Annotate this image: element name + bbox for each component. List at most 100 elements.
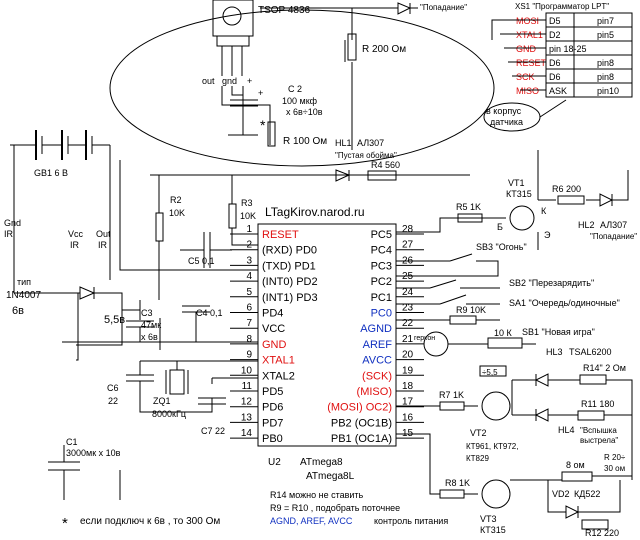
chip-pin-label: PD7 [262, 417, 283, 429]
chip-pin-label: VCC [262, 323, 285, 335]
r12-body [581, 519, 609, 530]
hl2-label: HL2 [578, 220, 595, 230]
chip-pin-label: (RXD) PD0 [262, 245, 317, 257]
tsop-base [216, 35, 250, 47]
diode-1n4007 [79, 286, 96, 300]
r3-body [228, 203, 237, 229]
r4-label: R4 560 [371, 160, 400, 170]
sa1-label: SA1 "Очередь/одиночные" [509, 298, 620, 308]
chip-u2: U2 [268, 457, 281, 468]
v55-box [479, 365, 507, 377]
lpt-d-pin: D6 [549, 58, 561, 68]
chip-pin-number: 22 [402, 318, 414, 329]
vcc-ir-label-1: Vcc [68, 229, 84, 239]
chip-pin-number: 19 [402, 365, 414, 376]
v55b-label: ÷5,5 [482, 368, 498, 377]
chip-pin-number: 11 [242, 381, 253, 392]
chip-part2: ATmega8L [306, 471, 355, 482]
r100-body [267, 121, 276, 147]
chip-pin-number: 8 [246, 334, 252, 345]
chip-pin-label: PB2 (OC1B) [331, 417, 392, 429]
chip-pin-number: 24 [402, 287, 414, 298]
lpt-signal: MOSI [516, 16, 539, 26]
lpt-signal: MISO [516, 86, 539, 96]
chip-pin-number: 16 [402, 412, 414, 423]
c2-label: C 2 [288, 84, 302, 94]
chip-pin-label: (MISO) [357, 386, 392, 398]
chip-pin-number: 17 [402, 397, 414, 408]
r5-label: R5 1K [456, 202, 481, 212]
hl3-led [534, 373, 549, 387]
vt2-label: VT2 [470, 428, 487, 438]
lpt-table [545, 12, 633, 98]
note-power-control: контроль питания [374, 516, 448, 526]
r200-label: R 200 Ом [362, 44, 406, 55]
r7-body [439, 401, 465, 411]
chip-pin-label: (INT1) PD3 [262, 292, 318, 304]
gnd-ir-label-1: Gnd [4, 218, 21, 228]
vd2-label: VD2 [552, 489, 570, 499]
chip-pin-label: PB1 (OC1A) [331, 433, 392, 445]
tsop-pin-out: out [202, 76, 215, 86]
chip-pin-number: 5 [246, 287, 252, 298]
chip-pin-number: 14 [241, 428, 253, 439]
vcc-ir-label-2: IR [70, 240, 80, 250]
lpt-signal: GND [516, 44, 537, 54]
v6-label: 6в [12, 305, 24, 317]
star-mark: * [260, 117, 266, 133]
r14-body [579, 374, 607, 385]
chip-pin-label: PC1 [371, 292, 392, 304]
v55-label: 5,5в [104, 314, 125, 326]
sb2-switch [429, 279, 457, 289]
r20-label: R 20÷ [604, 453, 626, 462]
r200-body [347, 33, 357, 61]
chip-pin-label: PC5 [371, 229, 392, 241]
vt1-e: Э [544, 230, 551, 240]
chip-pin-number: 25 [402, 271, 414, 282]
note-power-pins: AGND, AREF, AVCC [270, 516, 353, 526]
chip-pin-number: 27 [402, 240, 414, 251]
c6-label: C6 [107, 383, 119, 393]
r8om-body [561, 471, 593, 482]
r10-body [487, 337, 523, 349]
chip-part1: ATmega8 [300, 457, 343, 468]
chip-pin-number: 2 [246, 240, 252, 251]
hl3-type: TSAL6200 [569, 347, 612, 357]
c4-label: C4 0,1 [196, 308, 223, 318]
c1-value: 3000мк х 10в [66, 448, 121, 458]
reed-label: геркон [414, 335, 435, 342]
hit-led-top [397, 2, 412, 15]
diode-type: тип [17, 277, 31, 287]
chip-pin-number: 18 [402, 381, 414, 392]
note-r14: R14 можно не ставить [270, 490, 364, 500]
r7-label: R7 1K [439, 390, 464, 400]
hl1-type: АЛ307 [357, 138, 384, 148]
r3-label: R3 [241, 198, 253, 208]
to-case-label-1: в корпус [486, 106, 522, 116]
zq1-label: ZQ1 [153, 396, 171, 406]
gnd-ir-label-2: IR [4, 229, 14, 239]
chip-pin-label: (MOSI) OC2) [327, 402, 392, 414]
lpt-d-pin: D6 [549, 72, 561, 82]
r11-label: R11 180 [581, 399, 614, 409]
chip-pin-label: (SCK) [362, 370, 392, 382]
r12-label: R12 220 [585, 528, 619, 538]
r4-body [367, 170, 397, 181]
chip-pin-label: AREF [363, 339, 393, 351]
lpt-d-pin: D5 [549, 16, 561, 26]
lpt-signal: SCK [516, 72, 535, 82]
hl4-led [534, 408, 549, 422]
vd2-diode [565, 505, 580, 519]
out-ir-label-2: IR [98, 240, 108, 250]
c2-voltage: х 6в÷10в [286, 107, 323, 117]
chip-pin-label: PD6 [262, 402, 283, 414]
chip-right-pins: 28PC527PC426PC325PC224PC123PC022AGND21AR… [327, 224, 424, 445]
vt1-k: К [541, 206, 547, 216]
hit-label-top: "Попадание" [420, 3, 467, 12]
lpt-d-pin: pin 18-25 [549, 44, 587, 54]
chip-pin-number: 28 [402, 224, 414, 235]
vd2-type: КД522 [574, 489, 600, 499]
vt1-b: Б [497, 222, 503, 232]
sb3-switch [449, 253, 473, 262]
